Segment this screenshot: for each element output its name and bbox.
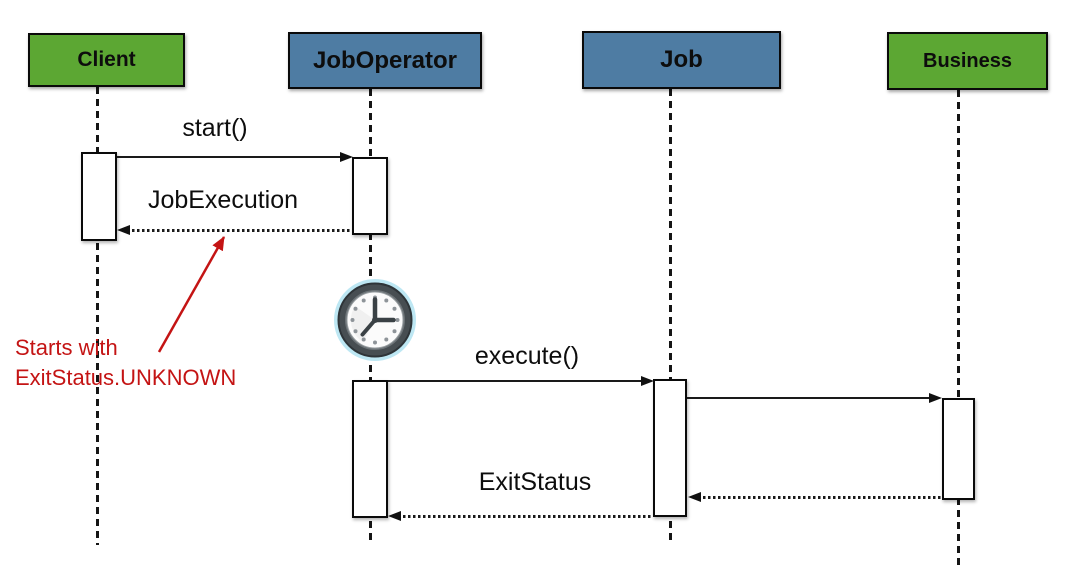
actor-label-business: Business bbox=[923, 49, 1012, 72]
actor-box-business: Business bbox=[887, 32, 1048, 90]
actor-box-client: Client bbox=[28, 33, 185, 87]
message-line-business-return bbox=[698, 496, 942, 499]
message-label-start: start() bbox=[182, 114, 248, 142]
actor-box-joboperator: JobOperator bbox=[288, 32, 482, 89]
clock-icon bbox=[334, 279, 416, 361]
arrowhead-exitstatus bbox=[388, 511, 401, 521]
arrowhead-job-to-business bbox=[929, 392, 942, 403]
annotation-line-2: ExitStatus.UNKNOWN bbox=[15, 365, 237, 390]
arrowhead-execute bbox=[641, 375, 654, 386]
message-label-exitstatus: ExitStatus bbox=[478, 468, 592, 496]
activation-client bbox=[81, 152, 117, 241]
annotation-text: Starts with ExitStatus.UNKNOWN bbox=[15, 333, 236, 393]
actor-label-job: Job bbox=[660, 46, 703, 73]
arrowhead-start bbox=[340, 151, 353, 162]
message-line-jobexecution bbox=[127, 229, 352, 232]
message-line-execute bbox=[388, 380, 644, 382]
activation-job bbox=[653, 379, 687, 517]
message-line-job-to-business bbox=[687, 397, 932, 399]
lifeline-client bbox=[96, 87, 99, 545]
actor-label-joboperator: JobOperator bbox=[312, 46, 458, 74]
arrowhead-business-return bbox=[688, 492, 701, 502]
actor-box-job: Job bbox=[582, 31, 781, 89]
message-label-execute: execute() bbox=[474, 342, 580, 370]
lifeline-business bbox=[957, 90, 960, 565]
message-line-exitstatus bbox=[398, 515, 653, 518]
activation-business bbox=[942, 398, 975, 500]
activation-joboperator-execute bbox=[352, 380, 388, 518]
lifeline-job bbox=[669, 89, 672, 545]
message-line-start bbox=[117, 156, 345, 158]
arrowhead-jobexecution bbox=[117, 225, 130, 235]
message-label-jobexecution: JobExecution bbox=[147, 186, 299, 214]
actor-label-client: Client bbox=[77, 48, 136, 71]
activation-joboperator-start bbox=[352, 157, 388, 235]
annotation-line-1: Starts with bbox=[15, 335, 118, 360]
